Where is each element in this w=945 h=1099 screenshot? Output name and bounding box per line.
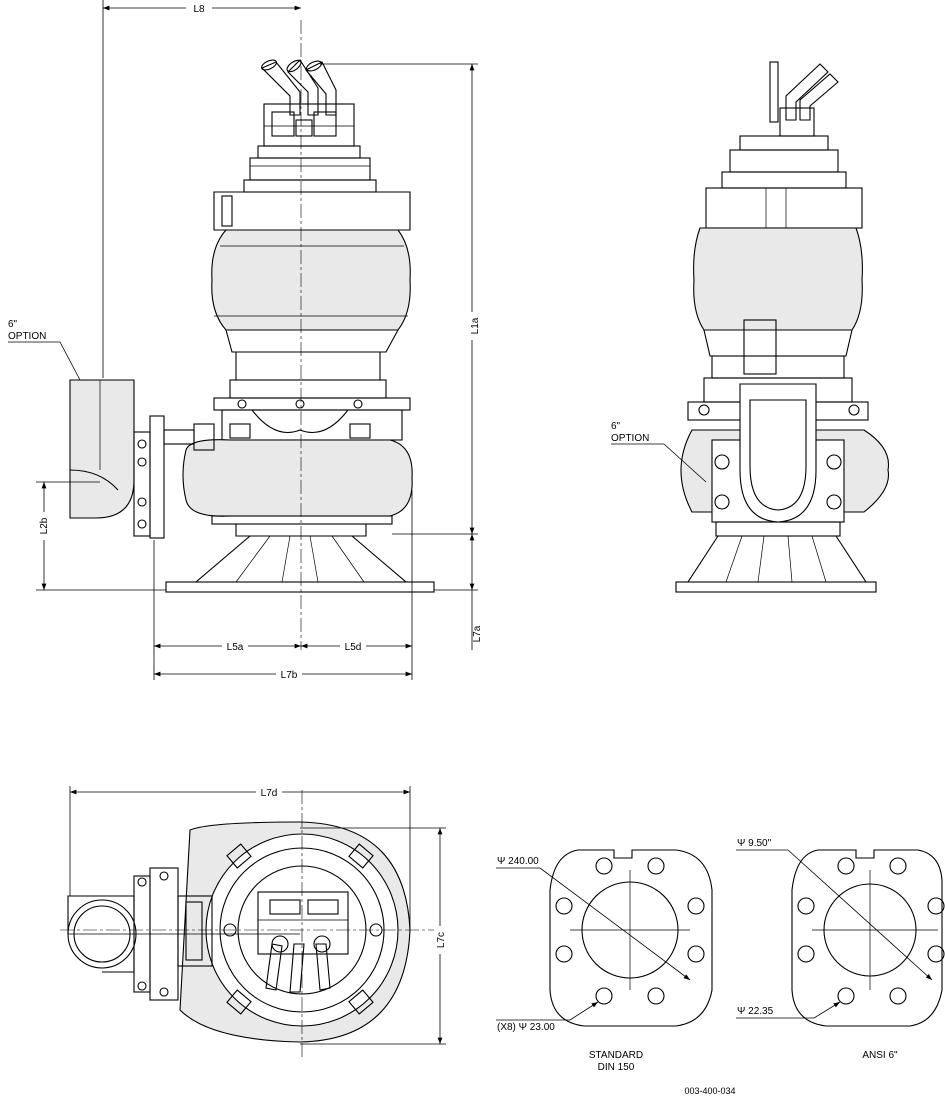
label-l1a: L1a: [470, 317, 481, 334]
drawing-number: 003-400-034: [684, 1086, 735, 1096]
din-bolt-holes: [555, 857, 705, 1005]
side-option-line1: 6": [611, 421, 621, 432]
label-l7b: L7b: [281, 670, 298, 681]
dim-l8: L8: [102, 0, 301, 378]
front-option-line1: 6": [8, 319, 18, 330]
dim-l7a: L7a: [434, 534, 483, 650]
front-discharge-elbow: [69, 379, 215, 539]
ansi-pcd-label: Ψ 9.50": [737, 838, 772, 849]
din-flange-view: Ψ 240.00 (X8) Ψ 23.00 STANDARD DIN 150: [496, 849, 713, 1073]
dim-l1a: L1a: [320, 63, 481, 535]
front-pump-volute: [182, 439, 413, 525]
front-base-stand: [165, 523, 435, 593]
din-pcd-label: Ψ 240.00: [497, 856, 539, 867]
din-hole-label: (X8) Ψ 23.00: [497, 1022, 555, 1033]
label-l5a: L5a: [227, 642, 244, 653]
din-caption-line1: STANDARD: [589, 1050, 643, 1061]
label-l2b: L2b: [39, 517, 50, 534]
front-view: L8 L1a L2b L7a: [8, 0, 483, 681]
dim-l5: L5a L5d: [153, 490, 413, 680]
label-l8: L8: [193, 4, 205, 15]
side-view: 6" OPTION: [611, 61, 890, 593]
side-base-stand: [675, 521, 877, 593]
dim-l2b: L2b: [36, 481, 166, 591]
dim-l7b: L7b: [154, 668, 412, 681]
side-motor-housing: [693, 227, 863, 331]
dim-l7c: L7c: [300, 827, 448, 1045]
label-l5d: L5d: [345, 642, 362, 653]
ansi-caption: ANSI 6": [862, 1050, 898, 1061]
label-l7c: L7c: [436, 932, 447, 948]
side-discharge-elbow: [711, 383, 845, 523]
side-option-callout: 6" OPTION: [611, 421, 707, 483]
front-bearing-housing: [213, 379, 411, 441]
label-l7d: L7d: [261, 788, 278, 799]
front-option-callout: 6" OPTION: [8, 319, 81, 381]
front-option-line2: OPTION: [8, 331, 46, 342]
din-caption-line2: DIN 150: [598, 1062, 635, 1073]
ansi-bolt-holes: [797, 857, 945, 1005]
side-top-cap: [739, 135, 829, 151]
ansi-flange-view: Ψ 9.50" Ψ 22.35 ANSI 6": [736, 838, 945, 1061]
front-motor-housing: [211, 191, 411, 381]
front-cable-pipes: [261, 59, 337, 116]
front-terminal-block: [243, 103, 377, 193]
dim-l7d: L7d: [69, 786, 411, 930]
side-cable-pipes: [769, 61, 839, 137]
ansi-hole-label: Ψ 22.35: [737, 1006, 774, 1017]
top-view: L7d L7c: [60, 786, 448, 1060]
label-l7a: L7a: [472, 625, 483, 642]
side-option-line2: OPTION: [611, 433, 649, 444]
